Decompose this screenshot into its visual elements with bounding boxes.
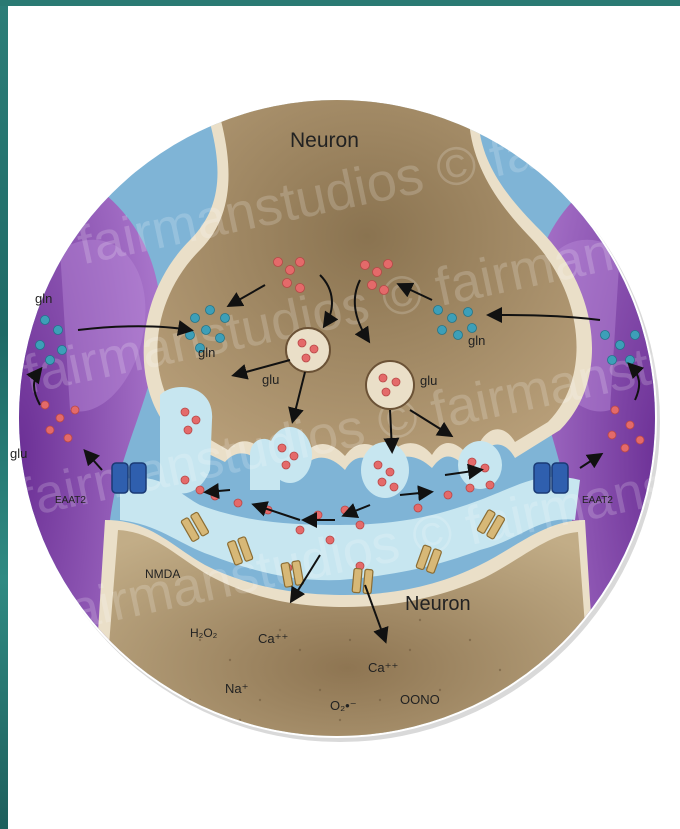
vesicle-right [366,361,414,409]
label-na: Na⁺ [225,681,248,696]
label-oono: OONO [400,692,440,707]
label-neuron-top: Neuron [290,129,359,152]
label-h2o2: H₂O₂ [190,626,218,640]
label-gln-left-outer: gln [35,291,52,306]
label-glu-left: glu [262,372,279,387]
label-eaat2-left: EAAT2 [55,495,86,506]
label-gln-left-inner: gln [198,345,215,360]
vesicle-left [286,328,330,372]
label-ca-right: Ca⁺⁺ [368,660,398,675]
label-gln-right: gln [468,333,485,348]
label-glu-far-left: glu [10,446,27,461]
label-ca-left: Ca⁺⁺ [258,631,288,646]
label-neuron-bottom: Neuron [405,593,471,615]
spine-3 [458,441,502,489]
label-o2: O₂•⁻ [330,698,357,713]
label-glu-right: glu [420,373,437,388]
label-nmda: NMDA [145,567,180,581]
label-eaat2-right: EAAT2 [582,495,613,506]
